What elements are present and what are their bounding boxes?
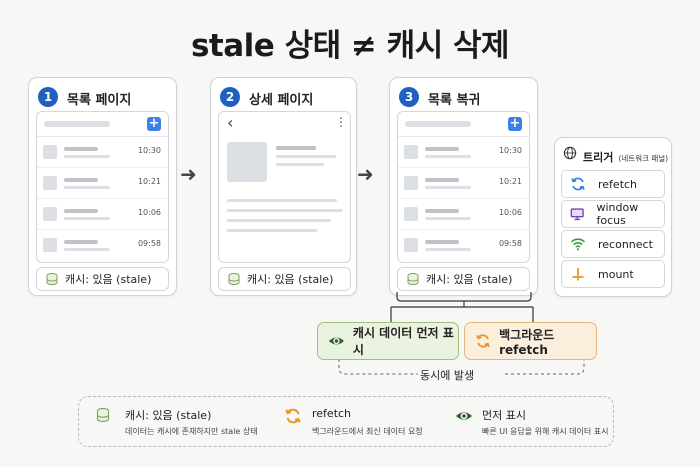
background-refetch-pill: 백그라운드 refetch [464,322,597,360]
step-3-title: 목록 복귀 [428,93,481,108]
trigger-label: mount [598,267,634,281]
step-2-title: 상세 페이지 [249,93,314,108]
add-button[interactable]: + [147,116,161,131]
list-item[interactable]: 10:30 [398,137,529,168]
legend-cache-title: 캐시: 있음 (stale) [125,409,212,422]
mount-icon [572,268,584,281]
show-cache-first-pill: 캐시 데이터 먼저 표시 [317,322,459,360]
trigger-subtitle: (네트워크 패널) [618,154,669,163]
cache-status-box: 캐시: 있음 (stale) [36,267,169,291]
cache-status-box: 캐시: 있음 (stale) [218,267,351,291]
legend-show-first-title: 먼저 표시 [482,409,526,422]
trigger-label: refetch [598,177,638,191]
trigger-label: reconnect [598,237,653,251]
eye-icon [328,337,344,345]
cache-status-label: 캐시: 있음 (stale) [247,273,334,286]
add-button[interactable]: + [508,116,522,131]
trigger-refetch[interactable]: refetch [561,170,665,198]
list-item[interactable]: 09:58 [37,230,168,260]
refetch-icon [476,334,490,348]
step-3-number: 3 [399,87,419,107]
detail-screen: ‹ ⋮ [218,111,351,263]
trigger-window-focus[interactable]: window focus [561,200,665,228]
back-icon[interactable]: ‹ [227,113,234,132]
eye-icon [456,412,472,420]
search-bar[interactable] [44,121,110,127]
trigger-panel: 트리거 (네트워크 패널) refetch window focus recon… [554,137,672,297]
show-cache-first-label: 캐시 데이터 먼저 표시 [352,326,454,357]
flow-arrow: ➜ [357,162,374,186]
cache-status-label: 캐시: 있음 (stale) [426,273,513,286]
step-2-panel: 2 상세 페이지 ‹ ⋮ 캐시: 있음 (stale) [210,77,357,296]
legend-show-first-desc: 빠른 UI 응답을 위해 캐시 데이터 표시 [482,427,609,436]
list-screen: + 10:30 10:21 10:06 09:58 [36,111,169,263]
cache-status-label: 캐시: 있음 (stale) [65,273,152,286]
list-item-time: 10:21 [498,177,522,186]
page-title: stale 상태 ≠ 캐시 삭제 [190,28,510,64]
list-item-time: 10:30 [498,146,522,155]
trigger-title: 트리거 [583,151,614,164]
list-topbar: + [37,112,168,137]
trigger-label: window focus [596,201,639,227]
legend-refetch-title: refetch [312,407,352,420]
flow-arrow: ➜ [180,162,197,186]
more-icon[interactable]: ⋮ [335,115,347,129]
list-item-time: 09:58 [137,239,161,248]
database-icon [228,273,240,285]
step-1-title: 목록 페이지 [67,93,132,108]
list-item[interactable]: 10:21 [37,168,168,199]
list-item[interactable]: 10:06 [398,199,529,230]
list-item-time: 09:58 [498,239,522,248]
step-2-number: 2 [220,87,240,107]
trigger-reconnect[interactable]: reconnect [561,230,665,258]
step-1-number: 1 [38,87,58,107]
search-bar[interactable] [405,121,471,127]
trigger-mount[interactable]: mount [561,260,665,288]
list-item-time: 10:06 [498,208,522,217]
database-icon [96,408,110,422]
list-item-time: 10:06 [137,208,161,217]
list-topbar: + [398,112,529,137]
list-item-time: 10:21 [137,177,161,186]
globe-icon [563,146,577,160]
refetch-icon [285,408,301,424]
legend-box: 캐시: 있음 (stale) 데이터는 캐시에 존재하지만 stale 상태 r… [78,396,614,447]
step-3-panel: 3 목록 복귀 + 10:30 10:21 10:06 09:58 캐시: 있음… [389,77,538,296]
legend-cache-desc: 데이터는 캐시에 존재하지만 stale 상태 [125,427,258,436]
database-icon [407,273,419,285]
detail-image [227,142,267,182]
wifi-icon [570,238,586,251]
background-refetch-label: 백그라운드 refetch [499,327,555,357]
cache-status-box: 캐시: 있음 (stale) [397,267,530,291]
list-item[interactable]: 09:58 [398,230,529,260]
simultaneous-caption: 동시에 발생 [420,369,475,382]
legend-refetch-desc: 백그라운드에서 최신 데이터 요청 [312,427,423,436]
list-item[interactable]: 10:06 [37,199,168,230]
list-screen: + 10:30 10:21 10:06 09:58 [397,111,530,263]
monitor-icon [570,208,584,221]
list-item-time: 10:30 [137,146,161,155]
list-item[interactable]: 10:21 [398,168,529,199]
step-1-panel: 1 목록 페이지 + 10:30 10:21 10:06 09:58 캐시: 있… [28,77,177,296]
list-item[interactable]: 10:30 [37,137,168,168]
database-icon [46,273,58,285]
refetch-icon [571,177,585,191]
